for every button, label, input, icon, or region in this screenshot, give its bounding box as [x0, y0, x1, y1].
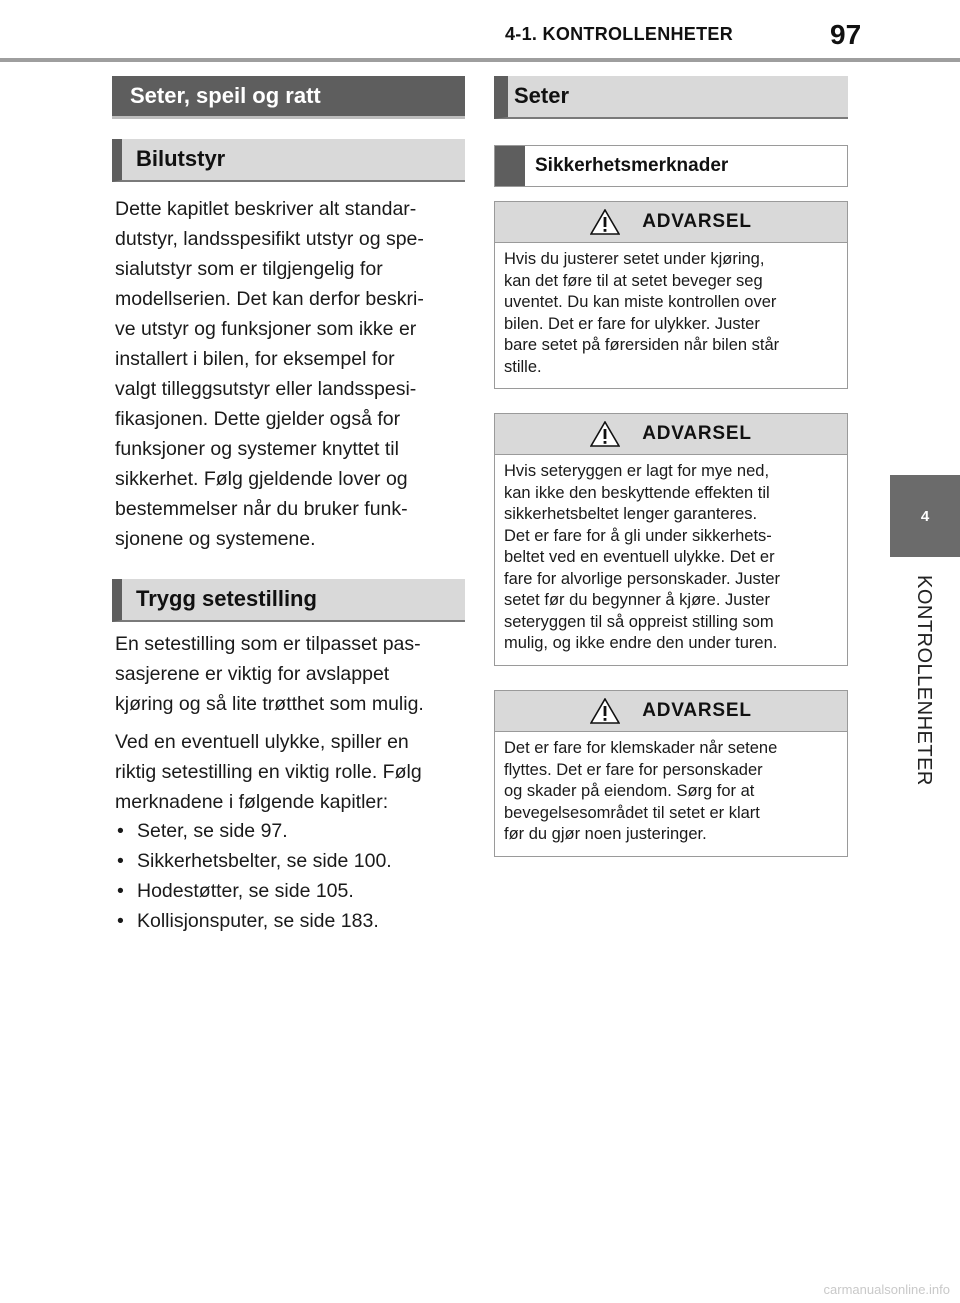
text-line: sikkerhet. Følg gjeldende lover og — [115, 468, 408, 490]
text-line: Ved en eventuell ulykke, spiller en — [115, 731, 409, 753]
trygg-para-2: Ved en eventuell ulykke, spiller en rikt… — [115, 727, 475, 817]
text-line: kan det føre til at setet beveger seg — [504, 271, 763, 290]
chapter-tab: 4 — [890, 475, 960, 557]
text-line: installert i bilen, for eksempel for — [115, 348, 395, 370]
warning-header: ADVARSEL — [495, 202, 847, 243]
text-line: funksjoner og systemer knyttet til — [115, 438, 399, 460]
warning-triangle-icon — [590, 209, 621, 235]
section-title: 4-1. KONTROLLENHETER — [505, 24, 734, 44]
warning-header: ADVARSEL — [495, 691, 847, 732]
warning-box: ADVARSEL Hvis seteryggen er lagt for mye… — [494, 413, 848, 666]
chapter-reference-list: Seter, se side 97. Sikkerhetsbelter, se … — [115, 816, 475, 936]
text-line: dutstyr, landsspesifikt utstyr og spe- — [115, 228, 424, 250]
text-line: merknadene i følgende kapitler: — [115, 791, 389, 813]
text-line: flyttes. Det er fare for personskader — [504, 760, 763, 779]
text-line: kan ikke den beskyttende effekten til — [504, 483, 770, 502]
warning-label: ADVARSEL — [642, 423, 752, 444]
text-line: Det er fare for klemskader når setene — [504, 739, 778, 757]
text-line: modellserien. Det kan derfor beskri- — [115, 288, 424, 310]
section-banner: Seter, speil og ratt — [112, 76, 465, 119]
watermark: carmanualsonline.info — [823, 1282, 950, 1297]
text-line: bevegelsesområdet til setet er klart — [504, 803, 760, 822]
text-line: beltet ved en eventuell ulykke. Det er — [504, 548, 775, 566]
seter-heading: Seter — [494, 76, 848, 119]
list-item: Sikkerhetsbelter, se side 100. — [115, 846, 475, 876]
header-rule — [0, 58, 960, 62]
box-marker — [495, 146, 525, 186]
warning-triangle-icon — [590, 698, 621, 724]
text-line: uventet. Du kan miste kontrollen over — [504, 293, 777, 311]
warning-text: Hvis du justerer setet under kjøring, ka… — [495, 243, 847, 386]
text-line: bare setet på førersiden når bilen står — [504, 336, 780, 354]
text-line: Dette kapitlet beskriver alt standar- — [115, 198, 417, 220]
warning-box: ADVARSEL Det er fare for klemskader når … — [494, 690, 848, 857]
text-line: setet før du begynner å kjøre. Juster — [504, 591, 770, 609]
trygg-setestilling-heading: Trygg setestilling — [112, 579, 465, 622]
text-line: sialutstyr som er tilgjengelig for — [115, 258, 383, 280]
text-line: sikkerhetsbeltet lenger garanteres. — [504, 505, 758, 523]
trygg-para-1: En setestilling som er tilpasset pas- sa… — [115, 629, 475, 719]
sikkerhetsmerknader-box: Sikkerhetsmerknader — [494, 145, 848, 187]
sikkerhetsmerknader-title: Sikkerhetsmerknader — [535, 155, 729, 176]
text-line: bestemmelser når du bruker funk- — [115, 498, 408, 520]
page-number: 97 — [830, 19, 862, 50]
text-line: bilen. Det er fare for ulykker. Juster — [504, 314, 760, 333]
warning-text: Hvis seteryggen er lagt for mye ned, kan… — [495, 455, 847, 663]
text-line: ve utstyr og funksjoner som ikke er — [115, 318, 417, 340]
text-line: stille. — [504, 357, 542, 376]
text-line: sjonene og systemene. — [115, 528, 316, 550]
chapter-number: 4 — [920, 507, 930, 525]
warning-label: ADVARSEL — [642, 211, 752, 232]
bilutstyr-heading: Bilutstyr — [112, 139, 465, 182]
list-item: Kollisjonsputer, se side 183. — [115, 906, 475, 936]
text-line: mulig, og ikke endre den under turen. — [504, 634, 778, 652]
text-line: riktig setestilling en viktig rolle. Føl… — [115, 761, 422, 783]
text-line: fare for alvorlige personskader. Juster — [504, 569, 781, 588]
bilutstyr-text: Dette kapitlet beskriver alt standar- du… — [115, 194, 475, 554]
text-line: fikasjonen. Dette gjelder også for — [115, 408, 401, 430]
text-line: seteryggen til så oppreist stilling som — [504, 612, 774, 631]
text-line: Hvis du justerer setet under kjøring, — [504, 250, 765, 268]
chapter-label-container: KONTROLLENHETER — [890, 575, 960, 805]
warning-box: ADVARSEL Hvis du justerer setet under kj… — [494, 201, 848, 389]
text-line: før du gjør noen justeringer. — [504, 825, 707, 843]
list-item: Seter, se side 97. — [115, 816, 475, 846]
text-line: En setestilling som er tilpasset pas- — [115, 633, 421, 655]
text-line: Det er fare for å gli under sikkerhets- — [504, 526, 772, 545]
warning-text: Det er fare for klemskader når setene fl… — [495, 732, 847, 854]
text-line: valgt tilleggsutstyr eller landsspesi- — [115, 378, 417, 400]
warning-header: ADVARSEL — [495, 414, 847, 455]
chapter-label: KONTROLLENHETER — [913, 575, 935, 786]
text-line: sasjerene er viktig for avslappet — [115, 663, 390, 685]
warning-triangle-icon — [590, 421, 621, 447]
list-item: Hodestøtter, se side 105. — [115, 876, 475, 906]
warning-label: ADVARSEL — [642, 700, 752, 721]
text-line: og skader på eiendom. Sørg for at — [504, 782, 755, 800]
text-line: kjøring og så lite trøtthet som mulig. — [115, 693, 424, 715]
text-line: Hvis seteryggen er lagt for mye ned, — [504, 462, 770, 480]
